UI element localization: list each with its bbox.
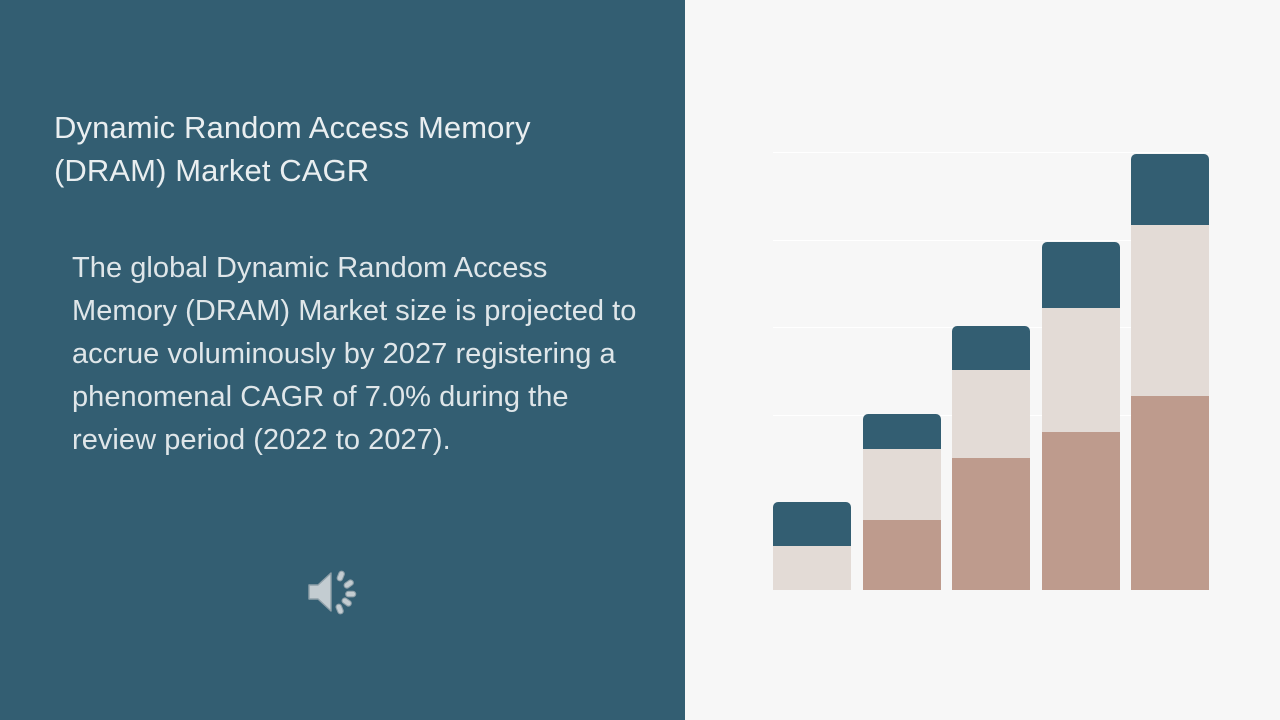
bar-segment-teal (1042, 242, 1120, 309)
bar-segment-beige (863, 449, 941, 520)
speaker-sound-icon-svg (308, 570, 357, 615)
chart-gridline (773, 240, 1209, 241)
bar-column[interactable] (1131, 150, 1209, 590)
bar-segment-beige (1042, 308, 1120, 432)
slide-body-text: The global Dynamic Random Access Memory … (72, 252, 637, 456)
bar-segment-teal (952, 326, 1030, 370)
bar-column[interactable] (952, 326, 1030, 590)
bar-segment-rose (1131, 396, 1209, 590)
bar-segment-beige (1131, 224, 1209, 397)
bar-segment-rose (1042, 431, 1120, 590)
bar-segment-teal (1131, 154, 1209, 225)
left-text-panel: Dynamic Random Access Memory (DRAM) Mark… (0, 0, 685, 720)
stacked-bar-chart (773, 150, 1209, 590)
bar-segment-beige (773, 546, 851, 590)
bar-segment-teal (863, 414, 941, 450)
bar-column[interactable] (1042, 238, 1120, 590)
bar-column[interactable] (773, 502, 851, 590)
bar-segment-rose (863, 519, 941, 590)
bar-column[interactable] (863, 414, 941, 590)
speaker-sound-icon[interactable] (305, 564, 363, 620)
page-title: Dynamic Random Access Memory (DRAM) Mark… (54, 110, 531, 188)
bar-segment-teal (773, 502, 851, 546)
chart-gridline (773, 152, 1209, 153)
bar-segment-rose (952, 458, 1030, 590)
right-chart-panel (685, 0, 1280, 720)
bar-segment-beige (952, 370, 1030, 458)
